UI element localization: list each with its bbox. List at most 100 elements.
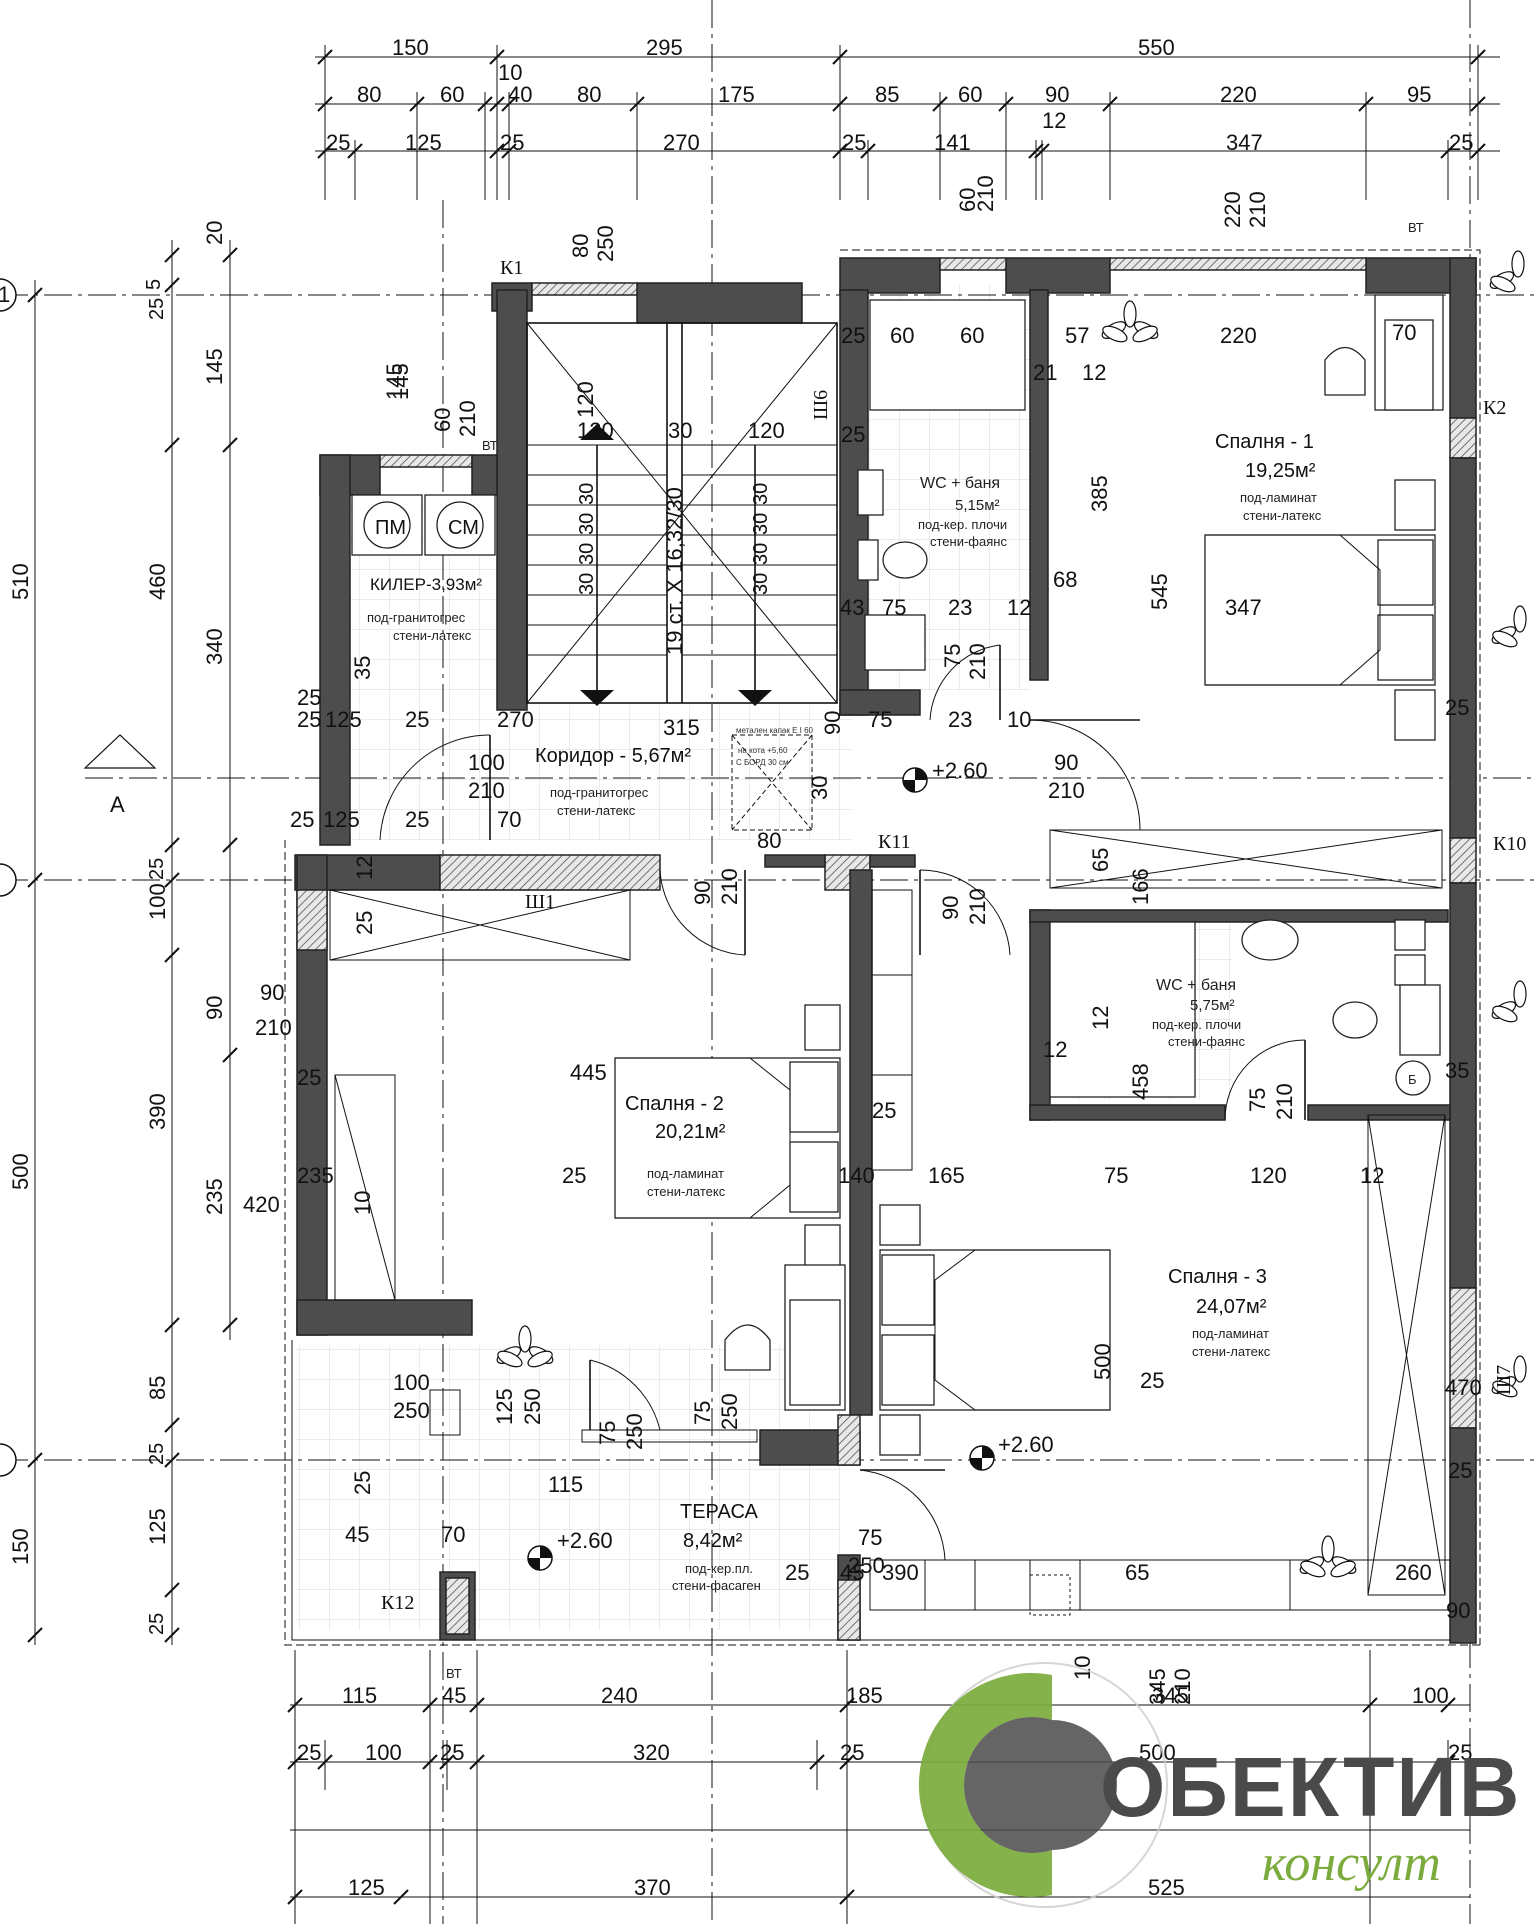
svg-text:12: 12 [1043,1037,1067,1062]
svg-text:25: 25 [326,130,350,155]
svg-text:250: 250 [717,1393,742,1430]
svg-text:57: 57 [1065,323,1089,348]
svg-text:12: 12 [1007,595,1031,620]
walls [294,257,1477,1644]
svg-text:145: 145 [382,363,407,400]
svg-text:под-ламинат: под-ламинат [1240,490,1317,505]
svg-text:125: 125 [348,1875,385,1900]
svg-text:25: 25 [500,130,524,155]
svg-text:WC + баня: WC + баня [920,475,1000,492]
svg-text:70: 70 [1392,320,1416,345]
svg-text:100: 100 [393,1370,430,1395]
svg-text:25: 25 [1445,695,1469,720]
svg-text:145: 145 [202,348,227,385]
svg-text:90: 90 [690,881,715,905]
svg-text:5,15м²: 5,15м² [955,497,1000,514]
svg-text:8,42м²: 8,42м² [683,1530,743,1552]
svg-text:под-кер.пл.: под-кер.пл. [685,1561,753,1576]
svg-text:Б: Б [1408,1072,1417,1087]
svg-text:420: 420 [243,1192,280,1217]
room-wc1: WC + баня 5,15м² под-кер. плочи стени-фа… [918,475,1007,549]
svg-text:21: 21 [1033,360,1057,385]
svg-text:68: 68 [1053,567,1077,592]
svg-text:80: 80 [757,828,781,853]
svg-text:метален капак E I 60: метален капак E I 60 [736,726,814,735]
svg-text:210: 210 [1245,191,1270,228]
svg-text:30: 30 [576,513,598,535]
room-pantry: КИЛЕР-3,93м² под-гранитогрес стени-латек… [367,575,482,643]
svg-text:210: 210 [1170,1668,1195,1705]
svg-text:90: 90 [938,896,963,920]
svg-text:90: 90 [260,980,284,1005]
svg-text:80: 80 [577,82,601,107]
svg-text:30: 30 [750,513,772,535]
svg-text:45: 45 [345,1522,369,1547]
svg-text:210: 210 [468,778,505,803]
svg-text:500: 500 [8,1153,33,1190]
svg-text:А: А [110,792,125,817]
svg-text:25: 25 [785,1560,809,1585]
svg-text:25: 25 [146,858,168,880]
svg-text:80: 80 [568,234,593,258]
svg-text:445: 445 [570,1060,607,1085]
svg-text:545: 545 [1147,573,1172,610]
svg-text:85: 85 [145,1376,170,1400]
svg-text:на кота +5,60: на кота +5,60 [738,746,788,755]
svg-text:под-ламинат: под-ламинат [1192,1326,1269,1341]
svg-text:30: 30 [576,483,598,505]
svg-text:5,75м²: 5,75м² [1190,997,1235,1014]
svg-text:23: 23 [948,707,972,732]
svg-text:60: 60 [440,82,464,107]
svg-text:525: 525 [1148,1875,1185,1900]
svg-text:25: 25 [297,707,321,732]
svg-text:+2.60: +2.60 [998,1432,1054,1457]
svg-text:10: 10 [498,60,522,85]
svg-text:85: 85 [875,82,899,107]
svg-text:240: 240 [601,1683,638,1708]
svg-text:210: 210 [965,888,990,925]
svg-text:ТЕРАСА: ТЕРАСА [680,1501,758,1523]
svg-text:125: 125 [405,130,442,155]
svg-text:20: 20 [202,221,227,245]
svg-text:100: 100 [468,750,505,775]
svg-text:60: 60 [958,82,982,107]
svg-text:390: 390 [145,1093,170,1130]
svg-text:210: 210 [455,400,480,437]
svg-text:45: 45 [840,1560,864,1585]
svg-text:ПМ: ПМ [375,517,406,539]
room-terrace: ТЕРАСА 8,42м² под-кер.пл. стени-фасаген [672,1501,761,1593]
svg-text:510: 510 [8,563,33,600]
svg-text:25: 25 [1140,1368,1164,1393]
svg-text:30: 30 [576,543,598,565]
svg-text:К10: К10 [1493,833,1526,855]
svg-text:10: 10 [1070,1656,1095,1680]
element-tags: К1 К2 К10 К11 К12 Ш1 Ш6 Ш7 ВТ ВТ ВТ А [83,220,1526,1681]
svg-text:65: 65 [1125,1560,1149,1585]
svg-text:75: 75 [868,707,892,732]
svg-text:235: 235 [297,1163,334,1188]
svg-text:90: 90 [820,711,845,735]
svg-text:Спалня - 3: Спалня - 3 [1168,1266,1267,1288]
svg-text:30: 30 [750,543,772,565]
opening-sizes: 60 210 80 250 60 210 220 210 100 210 90 … [255,175,1297,1705]
svg-text:90: 90 [1446,1598,1470,1623]
svg-text:60: 60 [955,188,980,212]
svg-text:100: 100 [145,883,170,920]
wardrobe [871,889,913,1171]
svg-text:120: 120 [1250,1163,1287,1188]
svg-text:75: 75 [858,1525,882,1550]
svg-text:370: 370 [634,1875,671,1900]
svg-text:75: 75 [1245,1088,1270,1112]
svg-text:25: 25 [562,1163,586,1188]
svg-text:+2.60: +2.60 [932,758,988,783]
svg-text:210: 210 [717,868,742,905]
svg-text:стени-фаянс: стени-фаянс [1168,1034,1245,1049]
svg-text:125: 125 [323,807,360,832]
inner-dimensions: 25 60 60 57 220 70 21 12 145 120 30 120 … [243,320,1482,1623]
svg-text:315: 315 [663,715,700,740]
svg-text:120: 120 [573,381,598,418]
svg-text:30: 30 [750,573,772,595]
svg-text:25: 25 [146,1613,168,1635]
svg-text:75: 75 [1104,1163,1128,1188]
svg-text:WC + баня: WC + баня [1156,977,1236,994]
